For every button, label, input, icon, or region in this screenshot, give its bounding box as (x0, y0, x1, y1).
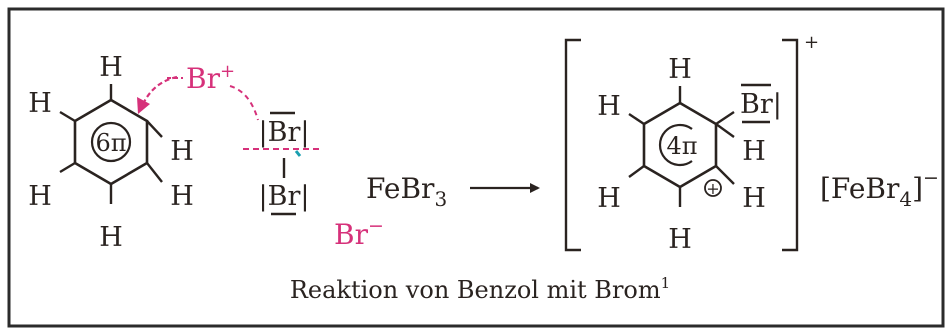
bond (59, 110, 76, 123)
bond (715, 165, 735, 185)
benzene-h-left-upper: H (28, 88, 52, 119)
bond (628, 113, 645, 125)
bromide-charge: − (368, 215, 384, 237)
bromine-top-atom: |Br| (259, 117, 310, 148)
sigma-complex: + 4π + H H H Br| H H H (564, 32, 819, 255)
bond (146, 120, 163, 138)
benzene-h-left-lower: H (28, 181, 52, 212)
sigma-h-sp3: H (742, 136, 766, 167)
sigma-ring-arc (658, 123, 693, 167)
bond (628, 165, 645, 178)
positive-charge: + (706, 179, 719, 198)
benzene-ring-label: 6π (95, 129, 126, 157)
sigma-h-right-lower: H (742, 183, 766, 214)
curved-arrow (141, 75, 178, 107)
catalyst-formula: FeBr3 (366, 172, 447, 211)
counter-ion: [FeBr4]− (820, 167, 939, 211)
bromine-bottom-atom: |Br| (259, 181, 310, 212)
sigma-h-left-lower: H (597, 183, 621, 214)
arrow-head-pink (137, 97, 150, 114)
sigma-ring-label: 4π (666, 132, 697, 160)
catalyst-name: FeBr (366, 172, 435, 205)
bond (715, 111, 735, 125)
sigma-br-atom: Br| (740, 89, 782, 120)
delta-mark (294, 150, 302, 157)
catalyst: FeBr3 (366, 172, 447, 211)
bond (59, 161, 76, 174)
bracket-charge: + (804, 32, 819, 53)
benzene-pi-circle (90, 121, 132, 163)
caption-text: Reaktion von Benzol mit Brom (290, 276, 661, 304)
positive-charge-circle (704, 179, 722, 197)
figure-border (7, 7, 945, 328)
benzene-h-bottom: H (99, 222, 123, 253)
electrophile-symbol: Br (186, 62, 221, 95)
electrophile-charge: + (220, 61, 235, 82)
bromide-label: Br− (334, 215, 384, 251)
counter-ion-close: ] (912, 172, 923, 205)
benzene-h-right-upper: H (170, 136, 194, 167)
benzene-h-top: H (99, 52, 123, 83)
sigma-h-left-upper: H (597, 91, 621, 122)
sigma-h-top: H (668, 54, 692, 85)
caption-footnote: 1 (661, 274, 671, 292)
bromine-molecule: |Br| |Br| Br− (243, 111, 384, 251)
counter-ion-open: [FeBr (820, 172, 900, 205)
benzene-h-right-lower: H (170, 181, 194, 212)
counter-ion-charge: − (923, 167, 939, 189)
right-bracket (782, 38, 799, 252)
benzene-molecule: 6π H H H H H H (28, 52, 194, 253)
electrophile-label: Br+ (186, 61, 235, 95)
electrophile-attack: Br+ (137, 61, 259, 121)
left-bracket (564, 38, 581, 252)
bond (146, 162, 163, 183)
sigma-h-bottom: H (668, 224, 692, 255)
figure-caption: Reaktion von Benzol mit Brom1 (290, 274, 670, 304)
bromide-symbol: Br (334, 218, 369, 251)
dashed-guide (229, 85, 259, 121)
counter-ion-subscript: 4 (899, 187, 912, 211)
catalyst-subscript: 3 (434, 187, 447, 211)
bond (715, 123, 735, 138)
